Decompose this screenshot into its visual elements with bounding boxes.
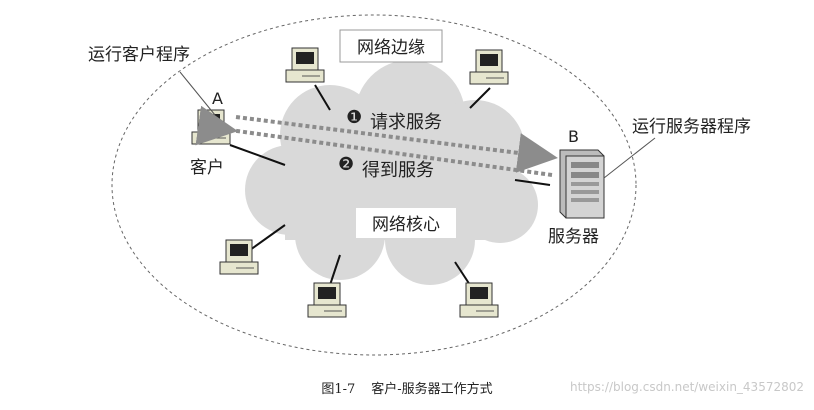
client-program-label: 运行客户程序 (88, 45, 190, 65)
server-tower-icon (559, 149, 605, 219)
watermark: https://blog.csdn.net/weixin_43572802 (569, 380, 804, 394)
figure-title: 客户-服务器工作方式 (371, 382, 493, 397)
response-arrow (195, 105, 553, 177)
step1-number: ❶ (346, 107, 362, 128)
client-server-diagram: 网络边缘 网络核心 运行客户程序 运行服务器程序 A B 客户 服务器 ❶ 请求… (88, 14, 751, 356)
connection-lines (229, 84, 551, 286)
get-service-label: 得到服务 (362, 160, 434, 181)
server-label: 服务器 (548, 227, 599, 247)
client-program-pointer (179, 71, 216, 116)
host-a-label: A (212, 89, 223, 108)
network-edge-box (339, 29, 443, 63)
network-edge-boundary (111, 14, 637, 356)
desktop-computer-icon (307, 282, 347, 318)
desktop-computer-icon (459, 282, 499, 318)
figure-number: 图1-7 (321, 382, 356, 397)
client-label: 客户 (190, 158, 224, 178)
server-program-label: 运行服务器程序 (632, 117, 751, 137)
request-service-label: 请求服务 (370, 112, 442, 133)
figure-caption: 图1-7 客户-服务器工作方式 (0, 378, 814, 397)
host-b-label: B (568, 127, 579, 146)
network-core-label: 网络核心 (372, 215, 440, 235)
desktop-computer-icon (469, 49, 509, 85)
request-arrow (235, 115, 558, 173)
desktop-computer-icon (219, 239, 259, 275)
server-program-pointer (603, 137, 656, 179)
step2-number: ❷ (338, 154, 354, 175)
network-core-box (356, 208, 456, 238)
desktop-computer-icon (285, 47, 325, 83)
network-edge-label: 网络边缘 (357, 38, 425, 58)
desktop-computer-icon (191, 109, 231, 145)
